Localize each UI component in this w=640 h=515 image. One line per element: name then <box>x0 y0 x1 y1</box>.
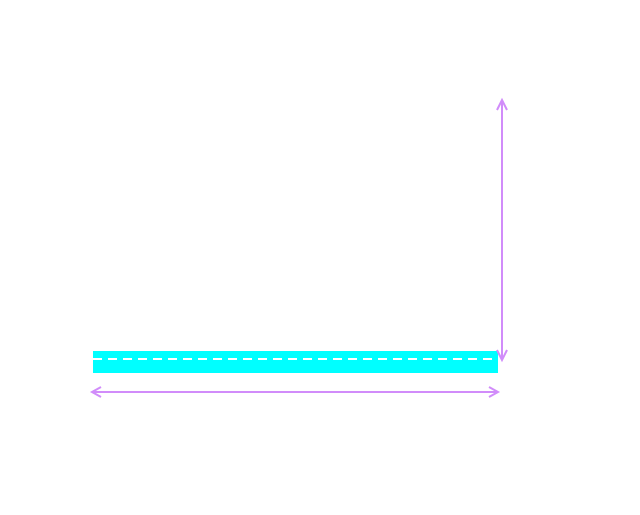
arrowhead-right-icon <box>488 386 501 398</box>
vertical-dimension-arrow <box>496 97 508 363</box>
arrowhead-down-icon <box>496 349 508 363</box>
horizontal-dimension-arrow <box>89 386 501 398</box>
road-strip <box>93 351 498 373</box>
arrowhead-up-icon <box>496 97 508 111</box>
arrowhead-left-icon <box>89 386 102 398</box>
